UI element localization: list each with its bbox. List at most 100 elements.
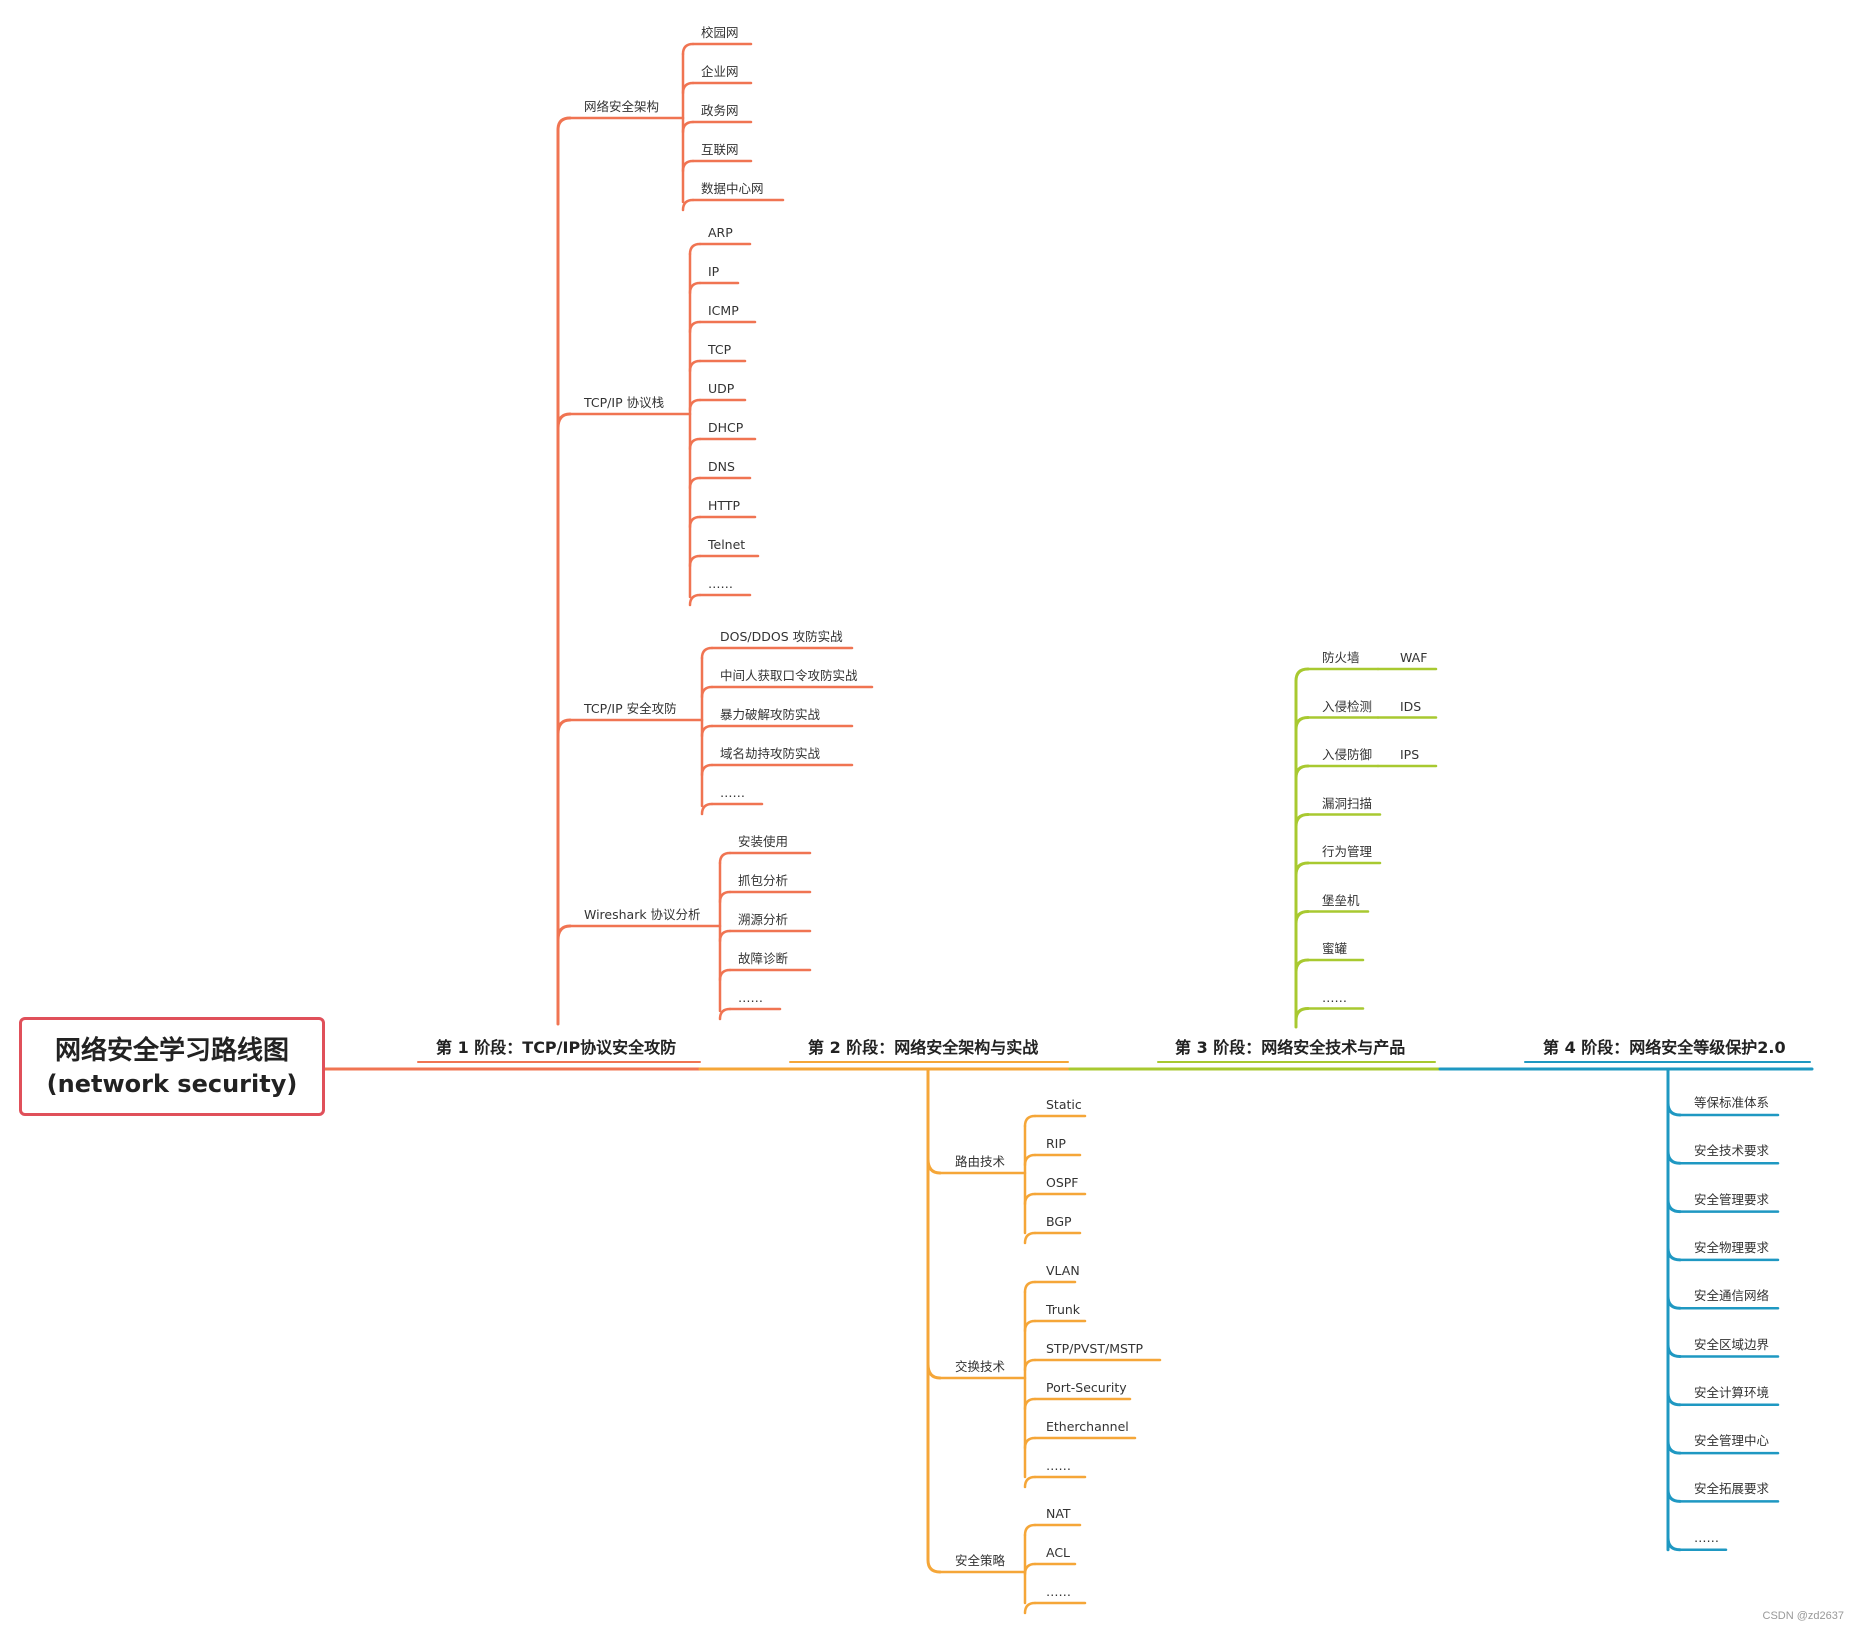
- stage1-trunk: [556, 116, 572, 1026]
- stage1-item[interactable]: ……: [708, 576, 733, 591]
- stage2-item-connector: [1023, 1475, 1037, 1489]
- stage4-item[interactable]: ……: [1694, 1529, 1719, 1545]
- stage2-branch-0: [926, 1157, 942, 1175]
- root-title: 网络安全学习路线图: [54, 1035, 289, 1066]
- stage4-item-connector: [1666, 1101, 1682, 1117]
- stage1-item[interactable]: TCP: [708, 342, 732, 357]
- stage3-item[interactable]: 行为管理: [1322, 844, 1373, 859]
- stage1-item-connector: [688, 281, 702, 295]
- stage2-item[interactable]: Etherchannel: [1046, 1419, 1129, 1434]
- stage1-item[interactable]: UDP: [708, 381, 735, 396]
- stage2-item[interactable]: ACL: [1046, 1545, 1071, 1560]
- stage1-group-label[interactable]: TCP/IP 协议栈: [584, 395, 665, 410]
- stage-2-label[interactable]: 第 2 阶段：网络安全架构与实战: [808, 1038, 1039, 1057]
- stage1-item-connector: [700, 763, 714, 777]
- stage4-item[interactable]: 安全物理要求: [1694, 1239, 1770, 1255]
- stage1-branch-3: [556, 924, 572, 942]
- stage1-item-connector: [681, 120, 695, 134]
- stage2-item[interactable]: RIP: [1046, 1136, 1066, 1151]
- stage-4-label[interactable]: 第 4 阶段：网络安全等级保护2.0: [1543, 1038, 1786, 1057]
- stage4-item[interactable]: 安全技术要求: [1694, 1143, 1770, 1159]
- stage2-item[interactable]: ……: [1046, 1458, 1071, 1473]
- stage1-item[interactable]: 抓包分析: [738, 873, 789, 888]
- stage1-item[interactable]: IP: [708, 264, 720, 279]
- stage1-item-connector: [688, 320, 702, 334]
- stage1-item[interactable]: 域名劫持攻防实战: [720, 746, 821, 761]
- stage1-item-connector: [700, 646, 714, 660]
- stage3-item-connector: [1294, 813, 1310, 828]
- stage1-item[interactable]: DHCP: [708, 420, 744, 435]
- stage1-item[interactable]: 数据中心网: [701, 181, 764, 196]
- stage4-item[interactable]: 安全管理要求: [1694, 1191, 1770, 1207]
- stage2-group-label[interactable]: 安全策略: [955, 1553, 1006, 1568]
- stage3-sub-item[interactable]: WAF: [1400, 650, 1428, 665]
- stage1-item[interactable]: 互联网: [701, 142, 739, 157]
- stage2-item-connector: [1023, 1319, 1037, 1333]
- stage1-item[interactable]: 企业网: [701, 64, 739, 79]
- stage1-item[interactable]: DOS/DDOS 攻防实战: [720, 629, 843, 644]
- stage3-item[interactable]: 入侵防御: [1322, 747, 1373, 762]
- stage1-item[interactable]: ……: [738, 990, 763, 1005]
- stage1-item[interactable]: 中间人获取口令攻防实战: [720, 668, 858, 683]
- stage2-branch-1: [926, 1362, 942, 1380]
- stage2-item-connector: [1023, 1231, 1037, 1245]
- stage2-item[interactable]: ……: [1046, 1584, 1071, 1599]
- stage2-group-label[interactable]: 交换技术: [955, 1359, 1006, 1374]
- stage4-item[interactable]: 等保标准体系: [1694, 1095, 1770, 1110]
- stage3-item-connector: [1294, 910, 1310, 925]
- stage1-group-label[interactable]: Wireshark 协议分析: [584, 907, 701, 922]
- stage4-item[interactable]: 安全拓展要求: [1694, 1481, 1770, 1497]
- stage4-item[interactable]: 安全管理中心: [1694, 1433, 1770, 1449]
- stage4-item-connector: [1666, 1391, 1682, 1407]
- stage1-item[interactable]: 暴力破解攻防实战: [720, 707, 821, 722]
- stage1-item[interactable]: HTTP: [708, 498, 740, 513]
- stage1-branch-1: [556, 412, 572, 430]
- stage1-item[interactable]: 溯源分析: [738, 912, 789, 927]
- stage2-item[interactable]: Port-Security: [1046, 1380, 1127, 1395]
- stage4-item[interactable]: 安全计算环境: [1694, 1384, 1770, 1400]
- stage4-item-connector: [1666, 1149, 1682, 1165]
- stage3-item[interactable]: 蜜罐: [1322, 941, 1348, 956]
- stage1-item[interactable]: 安装使用: [738, 834, 789, 849]
- stage2-item[interactable]: NAT: [1046, 1506, 1071, 1521]
- stage1-item[interactable]: DNS: [708, 459, 735, 474]
- stage4-item[interactable]: 安全通信网络: [1694, 1288, 1770, 1304]
- stage3-item[interactable]: 防火墙: [1322, 650, 1360, 665]
- stage1-item[interactable]: ……: [720, 785, 745, 800]
- stage3-item[interactable]: 漏洞扫描: [1322, 795, 1373, 811]
- stage1-item[interactable]: 政务网: [701, 103, 739, 118]
- stage1-item[interactable]: 校园网: [701, 25, 739, 40]
- stage2-item[interactable]: OSPF: [1046, 1175, 1079, 1190]
- stage3-item-connector: [1294, 1007, 1310, 1022]
- stage2-item[interactable]: VLAN: [1046, 1263, 1080, 1278]
- stage4-item-connector: [1666, 1343, 1682, 1358]
- stage2-item[interactable]: Trunk: [1046, 1302, 1081, 1317]
- stage1-item-connector: [718, 851, 732, 865]
- stage2-item[interactable]: BGP: [1046, 1214, 1072, 1229]
- root-node[interactable]: 网络安全学习路线图 (network security): [19, 1017, 325, 1116]
- stage3-item-connector: [1294, 716, 1310, 731]
- stage4-item-connector: [1666, 1246, 1682, 1262]
- stage1-item[interactable]: ICMP: [708, 303, 739, 318]
- stage3-item[interactable]: ……: [1322, 989, 1347, 1005]
- stage3-item-connector: [1294, 667, 1310, 683]
- stage3-item[interactable]: 堡垒机: [1322, 892, 1360, 908]
- stage1-group-label[interactable]: 网络安全架构: [584, 99, 660, 114]
- stage-3-label[interactable]: 第 3 阶段：网络安全技术与产品: [1175, 1038, 1406, 1057]
- stage3-sub-item[interactable]: IPS: [1400, 747, 1420, 762]
- stage2-item[interactable]: Static: [1046, 1097, 1082, 1112]
- stage2-item[interactable]: STP/PVST/MSTP: [1046, 1341, 1144, 1356]
- stage1-group-label[interactable]: TCP/IP 安全攻防: [584, 701, 677, 716]
- stage-1-label[interactable]: 第 1 阶段：TCP/IP协议安全攻防: [436, 1038, 677, 1057]
- stage3-item[interactable]: 入侵检测: [1322, 698, 1373, 714]
- stage1-item-connector: [681, 81, 695, 95]
- stage1-item-connector: [700, 724, 714, 738]
- stage1-item[interactable]: 故障诊断: [738, 951, 789, 966]
- stage1-item[interactable]: Telnet: [708, 537, 746, 552]
- watermark: CSDN @zd2637: [1762, 1610, 1844, 1622]
- stage1-item[interactable]: ARP: [708, 225, 733, 240]
- stage2-group-label[interactable]: 路由技术: [955, 1154, 1006, 1169]
- stage4-item-connector: [1666, 1439, 1682, 1455]
- stage4-item[interactable]: 安全区域边界: [1694, 1336, 1770, 1352]
- stage3-sub-item[interactable]: IDS: [1400, 698, 1422, 714]
